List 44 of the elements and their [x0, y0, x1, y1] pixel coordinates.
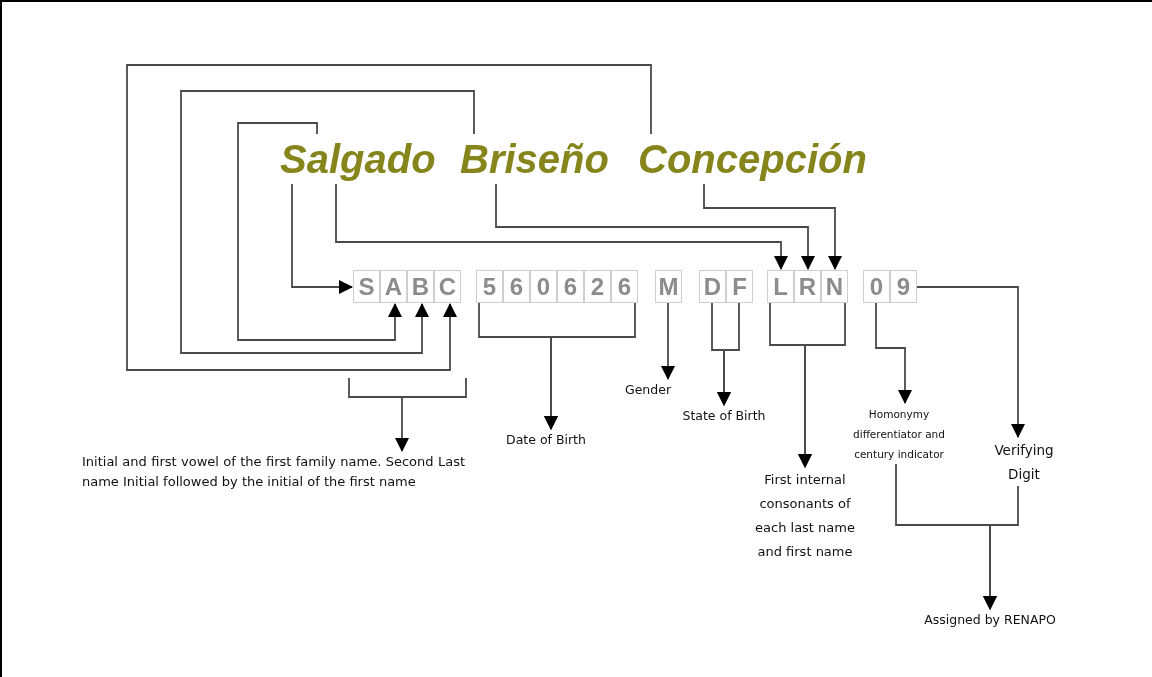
code-character: 5: [476, 270, 503, 303]
connector-arrow: [703, 183, 842, 270]
code-character: 0: [530, 270, 557, 303]
connector-arrow: [335, 183, 788, 270]
connector-arrow: [495, 183, 815, 270]
name-word: Salgado: [280, 134, 436, 184]
code-character: 6: [503, 270, 530, 303]
connector-arrow: [875, 302, 912, 404]
name-word: Concepción: [638, 134, 867, 184]
code-character: 2: [584, 270, 611, 303]
code-character: 0: [863, 270, 890, 303]
code-character: 6: [557, 270, 584, 303]
connector-arrow: [291, 183, 353, 294]
connector-arrow: [180, 90, 475, 354]
field-label: Date of Birth: [490, 430, 602, 450]
code-character: L: [767, 270, 794, 303]
connector-arrow: [544, 302, 636, 430]
connector-arrow: [798, 302, 846, 468]
code-character: D: [699, 270, 726, 303]
connector-arrow: [983, 485, 1019, 610]
code-character: N: [821, 270, 848, 303]
code-character: S: [353, 270, 380, 303]
field-label: Verifying Digit: [982, 438, 1066, 486]
connector-arrow: [237, 122, 402, 341]
code-character: M: [655, 270, 682, 303]
description-text: Homonymy differentiator and century indicator: [836, 404, 962, 464]
field-label: Assigned by RENAPO: [910, 610, 1070, 630]
field-label: Gender: [612, 380, 684, 400]
field-label: State of Birth: [668, 406, 780, 426]
code-character: F: [726, 270, 753, 303]
code-character: C: [434, 270, 461, 303]
connector-arrow: [661, 302, 675, 380]
code-character: B: [407, 270, 434, 303]
code-character: 6: [611, 270, 638, 303]
code-character: R: [794, 270, 821, 303]
description-text: Initial and first vowel of the first family name. Second Last name Initial followed by the initial of the first name: [82, 452, 465, 492]
bracket-arrow: [348, 377, 467, 452]
name-word: Briseño: [460, 134, 609, 184]
code-character: A: [380, 270, 407, 303]
connector-arrow: [916, 286, 1025, 438]
code-character: 9: [890, 270, 917, 303]
description-text: First internal consonants of each last name and first name: [752, 468, 858, 564]
connector-arrow: [717, 302, 740, 406]
connector-arrow: [126, 64, 652, 371]
